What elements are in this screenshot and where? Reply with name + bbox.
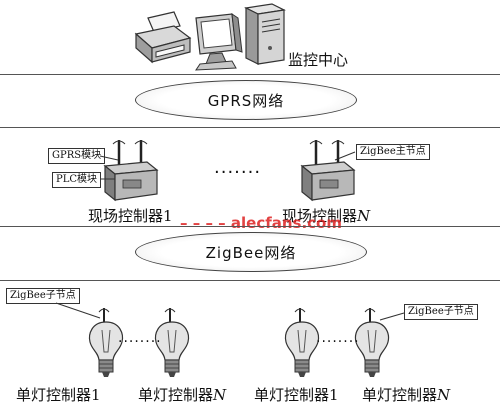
divider-line	[0, 226, 500, 227]
server-tower-icon	[244, 3, 286, 65]
printer-icon	[134, 11, 192, 64]
field-controllers-ellipsis: ·······	[214, 162, 262, 183]
divider-line	[0, 127, 500, 128]
zigbee-child-callout-left: ZigBee子节点	[6, 288, 80, 304]
plc-module-callout: PLC模块	[52, 172, 102, 188]
zigbee-network-ellipse: ZigBee网络	[135, 232, 367, 272]
lamp-controller-icon	[154, 308, 190, 377]
callout-leader-line	[55, 302, 405, 321]
zigbee-network-label: ZigBee网络	[205, 243, 297, 262]
zigbee-child-callout-right: ZigBee子节点	[404, 304, 478, 320]
field-controller-1-label: 现场控制器1	[88, 207, 173, 225]
gprs-module-callout: GPRS模块	[48, 148, 106, 164]
lamp-controller-icon	[284, 308, 320, 377]
gprs-network-label: GPRS网络	[207, 91, 285, 110]
monitor-center	[130, 2, 310, 71]
divider-line	[0, 280, 500, 281]
lamp-controller-icon	[354, 308, 390, 377]
gprs-network-ellipse: GPRS网络	[135, 80, 357, 120]
lamp-controller-n-label: 单灯控制器N	[138, 386, 227, 404]
divider-line	[0, 74, 500, 75]
monitor-icon	[195, 12, 243, 71]
lamp-ellipsis: ········	[118, 334, 162, 350]
zigbee-master-callout: ZigBee主节点	[356, 144, 430, 160]
lamp-controller-icon	[88, 308, 124, 377]
lamp-controller-1-label: 单灯控制器1	[16, 386, 101, 404]
field-controller-n-icon	[300, 140, 356, 202]
field-controller-1-icon	[103, 140, 159, 202]
watermark: – – – – alecfans.com	[180, 214, 342, 232]
lamp-controller-n-label: 单灯控制器N	[362, 386, 451, 404]
monitor-center-label: 监控中心	[288, 51, 349, 69]
lamp-controller-1-label: 单灯控制器1	[254, 386, 339, 404]
field-controller-n-label: 现场控制器N	[282, 207, 371, 225]
lamp-ellipsis: ········	[316, 334, 360, 350]
